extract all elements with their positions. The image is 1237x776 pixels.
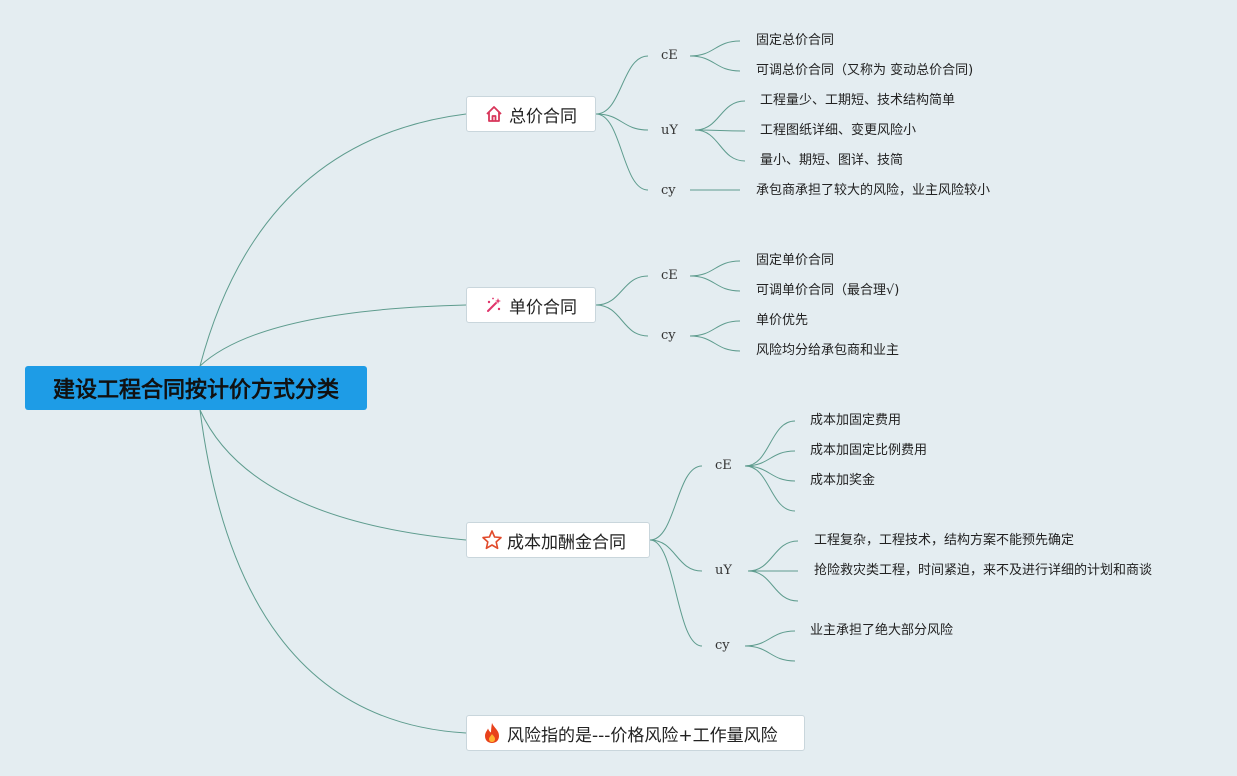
leaf-item[interactable]: 可调单价合同（最合理√) (756, 283, 900, 298)
leaf-item[interactable]: 成本加奖金 (810, 473, 876, 488)
connector-sub-leaf (689, 275, 741, 292)
subtopic-uy[interactable]: uY (661, 123, 678, 138)
topic-lump-sum-contract[interactable]: 总价合同 (466, 96, 596, 132)
connector-topic-sub (649, 465, 703, 541)
leaf-item[interactable]: 可调总价合同（又称为 变动总价合同) (756, 63, 974, 78)
root-topic-label: 建设工程合同按计价方式分类 (52, 378, 339, 403)
connector-root-topic (199, 304, 467, 367)
house-icon (483, 103, 505, 125)
connector-root-topic (199, 113, 467, 367)
topic-unit-price-contract[interactable]: 单价合同 (466, 287, 596, 323)
leaf-item[interactable]: 成本加固定比例费用 (810, 443, 928, 458)
star-icon (481, 529, 503, 551)
connector-root-topic (199, 409, 467, 541)
connector-sub-leaf (744, 645, 796, 662)
connector-topic-sub (595, 275, 649, 306)
topic-label: 成本加酬金合同 (507, 532, 626, 553)
leaf-item[interactable]: 固定单价合同 (756, 253, 835, 268)
connector-sub-leaf (744, 465, 796, 512)
connector-sub-leaf (694, 129, 746, 132)
leaf-item[interactable]: 承包商承担了较大的风险，业主风险较小 (756, 183, 991, 198)
connector-sub-leaf (744, 630, 796, 647)
connector-topic-sub (595, 55, 649, 115)
connector-sub-leaf (747, 570, 799, 602)
root-topic[interactable]: 建设工程合同按计价方式分类 (25, 366, 367, 410)
subtopic-cy[interactable]: cy (715, 638, 730, 653)
subtopic-uy[interactable]: uY (715, 563, 732, 578)
connector-sub-leaf (744, 465, 796, 482)
connector-topic-sub (649, 539, 703, 647)
subtopic-ce[interactable]: cE (661, 48, 678, 63)
connector-root-topic (199, 409, 467, 734)
leaf-item[interactable]: 风险均分给承包商和业主 (756, 343, 900, 358)
fire-icon (481, 722, 503, 744)
topic-risk-note[interactable]: 风险指的是---价格风险+工作量风险 (466, 715, 805, 751)
subtopic-cy[interactable]: cy (661, 328, 676, 343)
leaf-item[interactable]: 成本加固定费用 (810, 413, 902, 428)
connector-sub-leaf (694, 100, 746, 131)
connector-topic-sub (595, 304, 649, 337)
topic-cost-plus-contract[interactable]: 成本加酬金合同 (466, 522, 650, 558)
topic-label: 单价合同 (509, 297, 577, 318)
subtopic-cy[interactable]: cy (661, 183, 676, 198)
topic-label: 总价合同 (509, 106, 577, 127)
connector-sub-leaf (689, 40, 741, 57)
magic-wand-icon (483, 294, 505, 316)
connector-sub-leaf (689, 260, 741, 277)
connector-sub-leaf (689, 335, 741, 352)
leaf-item[interactable]: 固定总价合同 (756, 33, 835, 48)
leaf-item[interactable]: 工程量少、工期短、技术结构简单 (760, 93, 956, 108)
connector-topic-sub (649, 539, 703, 572)
subtopic-ce[interactable]: cE (715, 458, 732, 473)
connector-sub-leaf (744, 450, 796, 467)
leaf-item[interactable]: 抢险救灾类工程，时间紧迫，来不及进行详细的计划和商谈 (814, 563, 1153, 578)
connector-topic-sub (595, 113, 649, 131)
leaf-item[interactable]: 单价优先 (756, 313, 809, 328)
leaf-item[interactable]: 工程复杂，工程技术，结构方案不能预先确定 (814, 533, 1075, 548)
connector-topic-sub (595, 113, 649, 191)
connector-sub-leaf (689, 55, 741, 72)
leaf-item[interactable]: 量小、期短、图详、技简 (760, 153, 904, 168)
connector-sub-leaf (747, 540, 799, 572)
topic-label: 风险指的是---价格风险+工作量风险 (507, 725, 778, 746)
connector-sub-leaf (694, 129, 746, 162)
leaf-item[interactable]: 工程图纸详细、变更风险小 (760, 123, 917, 138)
subtopic-ce[interactable]: cE (661, 268, 678, 283)
connector-sub-leaf (689, 320, 741, 337)
connector-sub-leaf (744, 420, 796, 467)
leaf-item[interactable]: 业主承担了绝大部分风险 (810, 623, 954, 638)
